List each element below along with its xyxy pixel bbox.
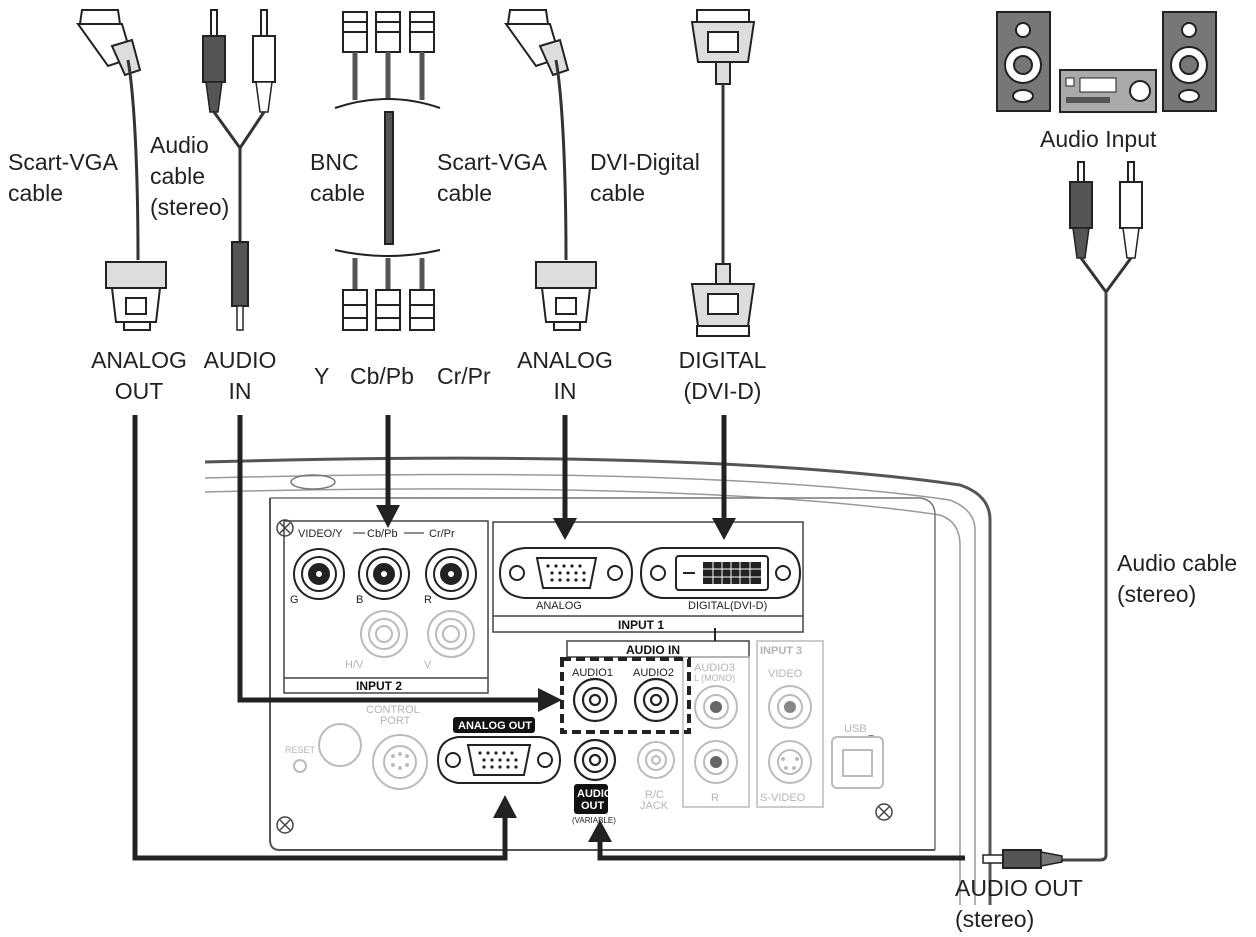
panel-rc-label: R/C [645,789,664,801]
panel-video-y-label: VIDEO/Y [298,528,343,540]
panel-hv-label: H/V [345,659,364,671]
control-panel [293,723,884,790]
projector-body [204,456,992,905]
vga-plug-right [535,261,597,331]
panel-b-label: B [356,594,363,606]
audio-in-source-label: AUDIO IN [203,347,277,404]
arrow-heads [376,505,736,842]
cb-pb-source-label: Cb/Pb [350,363,414,389]
analog-out-plate [453,717,535,733]
scart-plug-left [76,9,142,261]
panel-input2-label: INPUT 2 [356,679,402,693]
audio-input-label: Audio Input [1040,126,1157,152]
panel-audio-in-label: AUDIO IN [626,643,680,657]
scart-vga-cable-right-label: Scart-VGA cable [437,149,547,206]
connection-arrows [132,415,965,861]
bnc-cable-group [334,11,441,331]
panel-port-label: PORT [380,715,411,727]
digital-dvi-d-source-label: DIGITAL (DVI-D) [678,347,767,404]
bnc-cable-label: BNC cable [310,149,365,206]
audio-out-stereo-label: AUDIO OUT (stereo) [955,875,1083,932]
panel-digital-dvi-label: DIGITAL(DVI-D) [688,600,767,612]
scart-vga-cable-left-label: Scart-VGA cable [8,149,118,206]
panel-l-mono-label: L (MONO) [694,673,735,683]
mini-jack-plug [982,849,1063,869]
panel-labels: VIDEO/Y Cb/Pb Cr/Pr G B R H/V V INPUT 2 … [285,528,867,825]
panel-r-label: R [424,594,432,606]
panel-s-video-label: S-VIDEO [760,792,806,804]
panel-v-label: V [424,659,432,671]
panel-variable-label: (VARIABLE) [572,816,616,825]
panel-cb-pb-label: Cb/Pb [367,528,398,540]
analog-in-source-label: ANALOG IN [517,347,613,404]
audio-cable-stereo-right-label: Audio cable (stereo) [1117,550,1238,607]
audio-out-plate [574,784,608,814]
input2-panel [283,520,489,694]
rca-plug-pair-top [202,9,276,331]
audio-cable-stereo-top-label: Audio cable (stereo) [150,132,230,220]
scart-plug-right [504,9,570,261]
panel-usb-label: USB [844,723,867,735]
panel-audio1-label: AUDIO1 [572,667,613,679]
dvi-digital-cable-label: DVI-Digital cable [590,149,700,206]
cr-pr-source-label: Cr/Pr [437,363,491,389]
panel-jack-label: JACK [640,800,669,812]
analog-out-source-label: ANALOG OUT [91,347,187,404]
panel-audio3-label: AUDIO3 [694,662,735,674]
audio-in-panel [560,628,824,808]
panel-reset-label: RESET [285,745,316,755]
panel-analog-label: ANALOG [536,600,582,612]
panel-control-label: CONTROL [366,704,420,716]
panel-audio2-label: AUDIO2 [633,667,674,679]
panel-video-label: VIDEO [768,668,803,680]
panel-input3-label: INPUT 3 [760,645,802,657]
panel-r-channel-label: R [711,792,719,804]
panel-cr-pr-label: Cr/Pr [429,528,455,540]
panel-audio-label: AUDIO [577,788,613,800]
dvi-cable [690,9,756,337]
panel-input1-label: INPUT 1 [618,618,664,632]
vga-plug-left [105,261,167,331]
panel-out-label: OUT [581,800,605,812]
rca-plug-pair-right [1062,161,1143,862]
panel-analog-out-label: ANALOG OUT [458,720,532,732]
y-source-label: Y [314,363,330,389]
input1-panel [492,521,804,633]
audio-system-icon [996,11,1217,113]
panel-g-label: G [290,594,299,606]
